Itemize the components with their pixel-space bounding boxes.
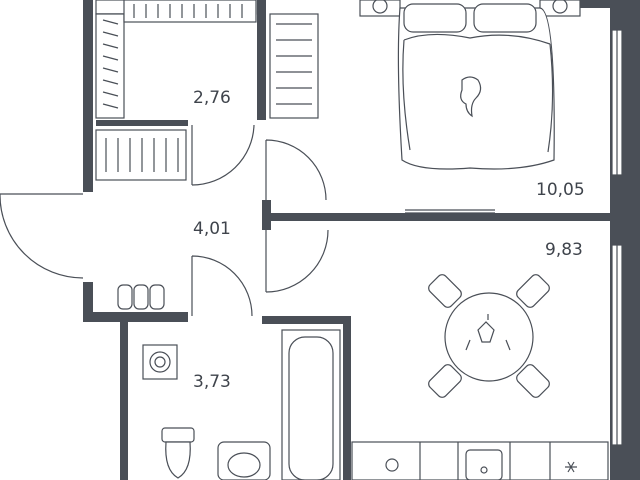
burner-icon xyxy=(385,458,399,472)
dressing-shelf-top xyxy=(123,0,257,23)
wall-bath-right xyxy=(343,316,351,480)
door-kitchen xyxy=(265,229,329,293)
room-area-dressing: 2,76 xyxy=(193,88,231,108)
room-area-kitchen-living: 9,83 xyxy=(545,240,583,260)
dining-set xyxy=(428,274,550,398)
bathtub xyxy=(281,329,341,480)
wall-bath-left xyxy=(120,318,128,480)
doors xyxy=(0,124,329,317)
wall-divider-bedroom-kitchen xyxy=(262,213,610,221)
chair-top-left xyxy=(428,274,462,308)
bathroom-sink xyxy=(217,441,271,480)
wall-hall-bottom xyxy=(83,312,188,322)
room-area-bedroom: 10,05 xyxy=(536,180,585,200)
room-area-bathroom: 3,73 xyxy=(193,372,231,392)
blanket xyxy=(402,33,554,153)
shoe-rack xyxy=(117,284,165,310)
pillow-right xyxy=(473,3,537,33)
door-entrance xyxy=(0,193,84,279)
wall-top-bedroom-corner xyxy=(556,0,610,8)
door-bedroom xyxy=(265,139,327,201)
room-area-hall: 4,01 xyxy=(193,219,231,239)
washing-machine xyxy=(142,344,178,380)
pillow-left xyxy=(403,3,467,33)
kitchen-sink xyxy=(465,449,503,480)
chair-bottom-right xyxy=(516,364,550,398)
nightstand-left xyxy=(359,0,401,17)
door-bathroom xyxy=(191,255,253,317)
door-dressing xyxy=(191,124,255,186)
hall-wardrobe xyxy=(95,129,187,181)
chair-top-right xyxy=(516,274,550,308)
wall-dressing-bottom-left xyxy=(96,120,188,126)
table-flower-decor xyxy=(465,314,511,351)
dressing-wardrobe-right xyxy=(269,13,319,119)
wall-hall-right-upper xyxy=(262,200,271,230)
cat-figure xyxy=(460,76,482,118)
toilet xyxy=(161,427,195,479)
wall-left-lower xyxy=(83,282,93,322)
windows xyxy=(611,29,623,446)
bed xyxy=(359,0,581,170)
dining-table xyxy=(444,292,534,382)
snowflake-icon xyxy=(565,461,577,473)
dressing-wardrobe-left xyxy=(95,13,125,119)
chair-bottom-left xyxy=(428,364,462,398)
wall-left-upper xyxy=(83,0,93,192)
wall-dressing-right xyxy=(257,0,266,120)
kitchen-counter xyxy=(351,441,609,480)
bed-frame xyxy=(397,7,555,170)
nightstand-right xyxy=(539,0,581,17)
wall-bath-top-right xyxy=(262,316,350,324)
